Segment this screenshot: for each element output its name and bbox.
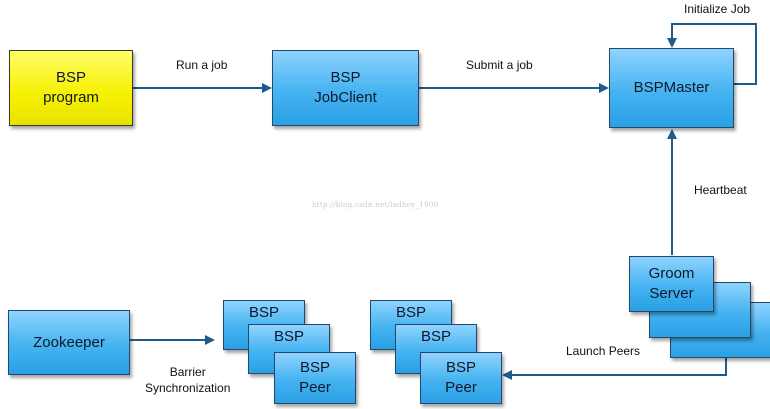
label-heartbeat: Heartbeat xyxy=(694,183,747,197)
node-bspmaster: BSPMaster xyxy=(609,48,734,128)
node-bsp-program: BSP program xyxy=(9,50,133,126)
node-peer-group-1-front: BSP Peer xyxy=(274,352,356,404)
watermark-text: http://blog.csdn.net/ladboy_1900 xyxy=(312,201,439,209)
node-zookeeper: Zookeeper xyxy=(8,310,130,375)
label-run-a-job: Run a job xyxy=(176,58,228,72)
label-submit-a-job: Submit a job xyxy=(466,58,533,72)
label-barrier-sync: Barrier Synchronization xyxy=(145,365,231,395)
label-launch-peers: Launch Peers xyxy=(566,344,641,358)
label-initialize-job: Initialize Job xyxy=(684,2,751,16)
node-groom-server: Groom Server xyxy=(629,256,714,312)
node-peer-group-2-middle: BSP xyxy=(395,324,477,374)
node-bsp-jobclient: BSP JobClient xyxy=(272,50,419,126)
edge-initialize-job xyxy=(667,23,757,85)
node-peer-group-2-front: BSP Peer xyxy=(420,352,502,404)
